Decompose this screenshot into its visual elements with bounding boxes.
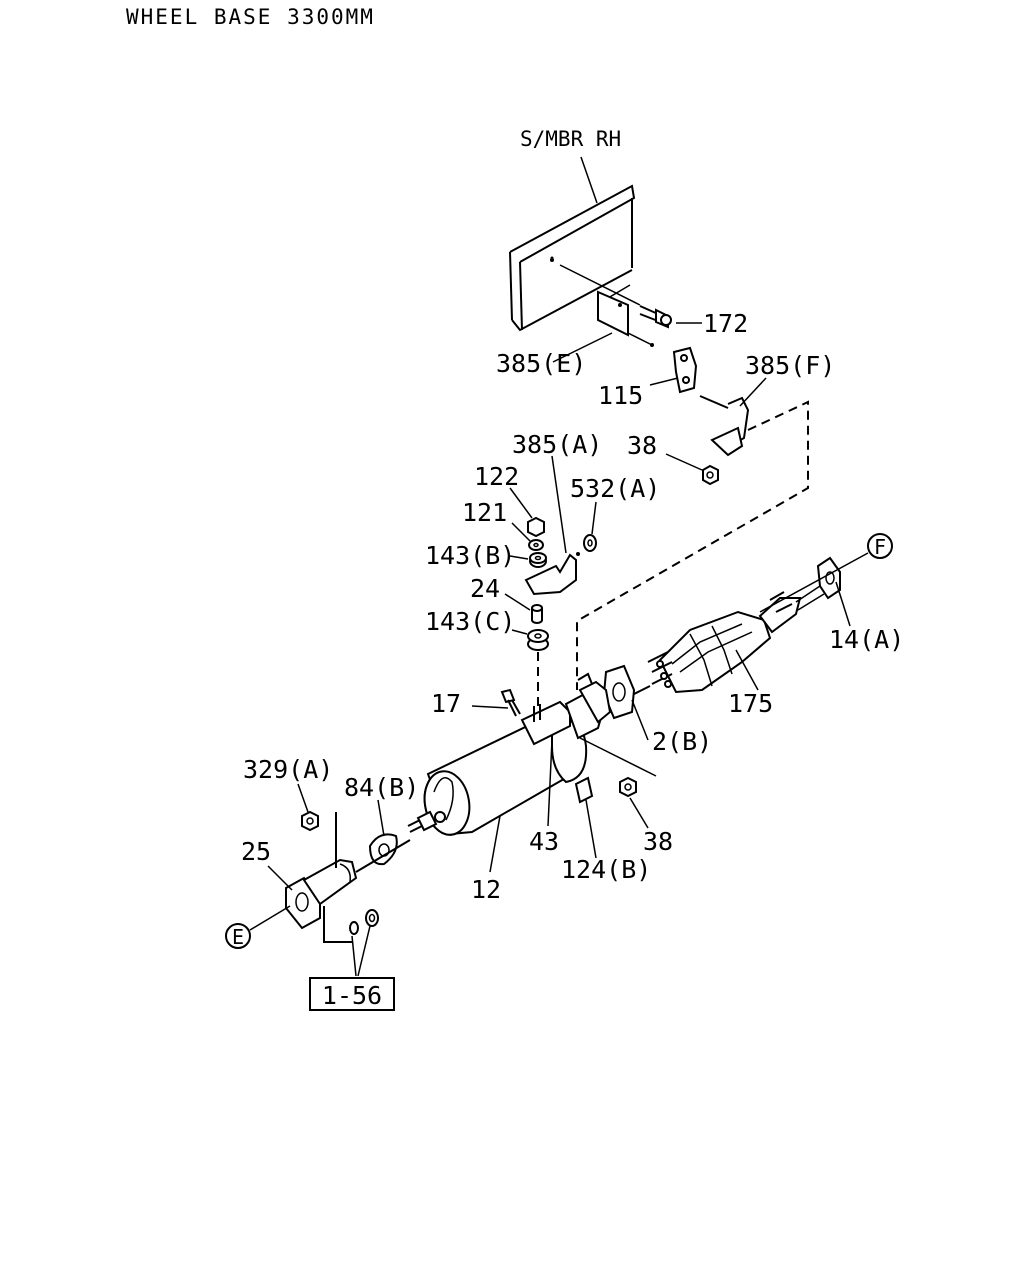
muffler-12 [407, 700, 588, 836]
bracket-385f [699, 395, 750, 457]
tail-pipe-25 [285, 858, 358, 930]
bracket-385e [597, 290, 654, 347]
label-143c: 143(C) [425, 607, 515, 636]
label-43: 43 [529, 827, 559, 856]
catalytic-converter-175 [647, 556, 841, 694]
bolt-172 [639, 305, 672, 329]
nut-38-top [702, 464, 719, 486]
leader-122 [509, 487, 533, 519]
label-25: 25 [241, 837, 271, 866]
label-2b: 2(B) [652, 727, 712, 756]
leader-callout-e [249, 905, 291, 931]
label-175: 175 [728, 689, 773, 718]
label-115: 115 [598, 381, 643, 410]
leader-143b [509, 555, 529, 560]
nut-122 [527, 516, 545, 538]
leader-175 [735, 649, 759, 691]
leader-1-56 [351, 925, 371, 977]
label-122: 122 [474, 462, 519, 491]
leader-532a [591, 501, 597, 535]
leader-17 [471, 705, 509, 709]
gasket-2b [602, 664, 636, 720]
muffler-inlet-pipe [564, 672, 612, 740]
clamp-115 [672, 346, 698, 394]
leader-124b [585, 799, 597, 859]
leader-callout-f [759, 552, 869, 613]
label-121: 121 [462, 498, 507, 527]
leader-38-top [665, 453, 703, 471]
label-385f: 385(F) [745, 351, 835, 380]
leader-25 [267, 865, 293, 891]
label-38-top: 38 [627, 431, 657, 460]
label-24: 24 [470, 574, 500, 603]
leader-smbr [580, 156, 598, 204]
spacer-24 [531, 604, 543, 624]
leader-385e [552, 332, 613, 363]
label-385e: 385(E) [496, 349, 586, 378]
leader-115 [649, 377, 679, 386]
callout-f-circle [867, 533, 893, 559]
bolt-17 [500, 688, 521, 717]
leader-2b [631, 699, 649, 741]
label-329a: 329(A) [243, 755, 333, 784]
leader-14a [835, 581, 851, 627]
leader-329a [297, 783, 309, 813]
washer-532a [583, 534, 597, 552]
leader-385a [551, 455, 567, 554]
frame-label: S/MBR RH [520, 127, 621, 151]
rubber-143c [527, 629, 549, 651]
diagram-title: WHEEL BASE 3300MM [126, 5, 375, 29]
leader-84b [377, 799, 385, 837]
nut-38-bottom [619, 776, 637, 798]
label-14a: 14(A) [829, 625, 904, 654]
bracket-385a [524, 552, 580, 596]
leader-43 [547, 739, 553, 827]
dashed-guide-f [576, 400, 809, 690]
leader-143c [511, 629, 528, 635]
leader-121 [511, 522, 531, 542]
label-385a: 385(A) [512, 430, 602, 459]
leader-385f [739, 377, 767, 407]
label-532a: 532(A) [570, 474, 660, 503]
muffler-support-line [579, 737, 657, 777]
callout-f: F [874, 535, 886, 559]
reference-box[interactable] [309, 977, 395, 1011]
label-172: 172 [703, 309, 748, 338]
callout-e: E [232, 925, 244, 949]
washers-1-56 [349, 909, 379, 935]
label-38-bottom: 38 [643, 827, 673, 856]
nut-329a [301, 810, 319, 832]
ref-bracket [323, 906, 352, 943]
label-143b: 143(B) [425, 541, 515, 570]
label-84b: 84(B) [344, 773, 419, 802]
washer-121 [528, 539, 544, 551]
label-12: 12 [471, 875, 501, 904]
leader-12 [489, 815, 501, 873]
label-124b: 124(B) [561, 855, 651, 884]
callout-e-circle [225, 923, 251, 949]
leader-38-bottom [629, 797, 649, 829]
leader-24 [504, 593, 531, 611]
reference-box-label[interactable]: 1-56 [322, 981, 382, 1010]
label-17: 17 [431, 689, 461, 718]
rubber-143b [529, 552, 547, 568]
spacer-124b [574, 776, 594, 804]
